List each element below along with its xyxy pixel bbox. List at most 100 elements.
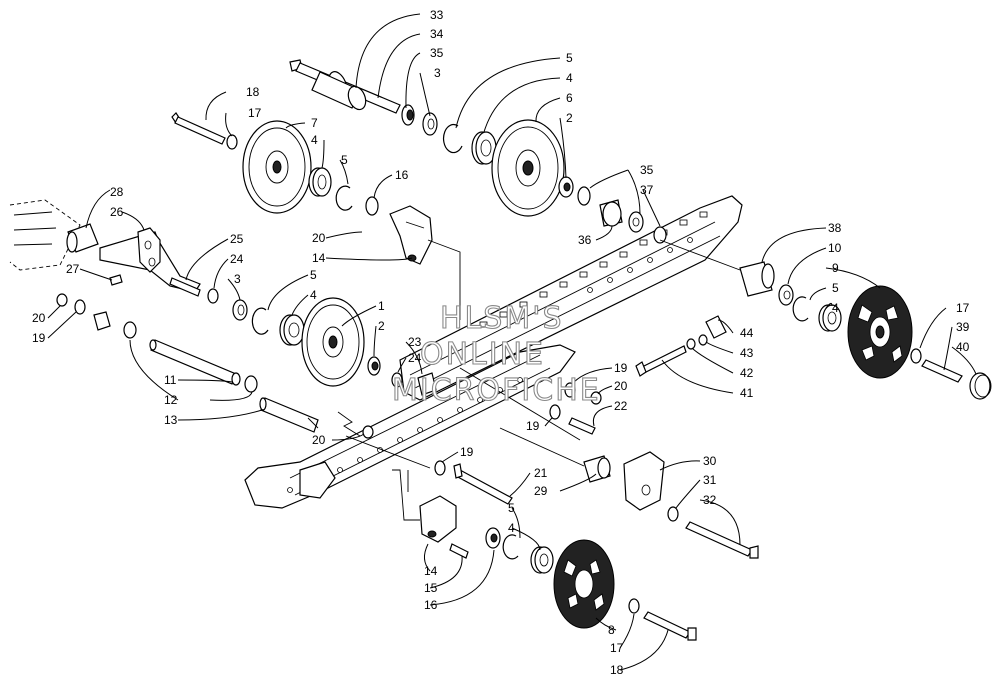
nut-20-mid [590, 391, 602, 405]
ring-12b [123, 321, 137, 339]
callout-1: 1 [378, 299, 385, 313]
assembly-line-a [459, 367, 581, 441]
callout-18: 18 [610, 663, 624, 677]
callout-19: 19 [460, 445, 474, 459]
callout-3: 3 [234, 272, 241, 286]
bracket-30 [623, 451, 665, 511]
bracket-14-upper [389, 205, 433, 265]
leader-lines [47, 13, 977, 671]
bearing-4-upper-left [308, 167, 332, 197]
bushing-23 [417, 372, 437, 396]
washer-17-lower [628, 598, 640, 614]
watermark-line-1: HLSM'S [440, 301, 564, 336]
callout-31: 31 [703, 473, 717, 487]
callout-24: 24 [230, 252, 244, 266]
spacer-3-left [232, 299, 248, 321]
snap-ring-5-lower [502, 534, 519, 560]
washer-19-left [74, 299, 86, 315]
watermark-line-3: MICROFICHE [392, 373, 601, 408]
bushing-44 [705, 315, 727, 339]
callout-19: 19 [32, 331, 46, 345]
washer-19-mid2 [549, 404, 561, 420]
washer-43 [698, 334, 708, 346]
bearing-4-lower [530, 546, 554, 574]
callout-5: 5 [341, 153, 348, 167]
washer-37 [628, 211, 644, 233]
callout-12: 12 [164, 393, 178, 407]
callout-10: 10 [828, 241, 842, 255]
callout-5: 5 [832, 281, 839, 295]
spacer-3-top [422, 112, 438, 136]
spacer-35-top [401, 104, 415, 126]
spacer-10 [778, 284, 794, 306]
washer-31 [667, 506, 679, 522]
washer-42 [686, 338, 696, 350]
callout-9: 9 [832, 261, 839, 275]
callout-labels: 33 34 35 3 5 4 6 2 35 37 36 18 17 7 4 5 … [32, 8, 970, 677]
callout-17: 17 [248, 106, 262, 120]
callout-11: 11 [164, 373, 177, 387]
callout-41: 41 [740, 386, 754, 400]
snap-ring-5-upper-left [335, 185, 353, 211]
assembly-lines [345, 239, 741, 521]
bolt-41 [635, 345, 687, 377]
callout-2: 2 [378, 319, 385, 333]
callout-5: 5 [508, 501, 515, 515]
break-line [337, 411, 361, 437]
callout-42: 42 [740, 366, 754, 380]
lower-slide-rail [244, 344, 576, 509]
callout-22: 22 [614, 399, 628, 413]
callout-28: 28 [110, 185, 124, 199]
callout-2: 2 [566, 111, 573, 125]
cross-shaft-11 [149, 339, 241, 386]
washer-20-left [56, 293, 68, 307]
callout-44: 44 [740, 326, 754, 340]
bushing-12a [93, 311, 111, 331]
callout-33: 33 [430, 8, 444, 22]
spacer-35-right [577, 186, 591, 206]
cap-40 [969, 372, 992, 400]
callout-14: 14 [312, 251, 326, 265]
bolt-22 [568, 417, 596, 435]
callout-18: 18 [246, 85, 260, 99]
spacer-16-lower [485, 527, 501, 549]
callout-19: 19 [526, 419, 540, 433]
idler-wheel-6 [491, 119, 565, 217]
callout-17: 17 [610, 641, 624, 655]
callout-37: 37 [640, 183, 654, 197]
washer-20-lower [362, 425, 374, 439]
ring-12c [244, 375, 258, 393]
bolt-39 [921, 359, 963, 383]
callout-35: 35 [640, 163, 654, 177]
callout-6: 6 [566, 91, 573, 105]
callout-15: 15 [424, 581, 438, 595]
callout-43: 43 [740, 346, 754, 360]
callout-21: 21 [534, 466, 548, 480]
snap-ring-5-top [442, 123, 463, 154]
bushing-36 [599, 199, 623, 227]
callout-5: 5 [310, 268, 317, 282]
callout-4: 4 [832, 301, 839, 315]
callout-20: 20 [614, 379, 628, 393]
callout-30: 30 [703, 454, 717, 468]
callout-14: 14 [424, 564, 438, 578]
callout-24: 24 [408, 351, 422, 365]
bushing-28 [66, 223, 99, 253]
tube-13 [259, 397, 319, 433]
callout-20: 20 [312, 231, 326, 245]
callout-35: 35 [430, 46, 444, 60]
callout-27: 27 [66, 262, 80, 276]
washer-17-top [226, 134, 238, 150]
bolt-18-top [171, 112, 226, 145]
idler-wheel-7 [242, 120, 312, 214]
washer-37b [653, 226, 667, 244]
callout-7: 7 [311, 116, 318, 130]
rear-wheel-9 [847, 285, 913, 379]
watermark: HLSM'S ONLINE MICROFICHE [391, 300, 601, 408]
washer-19-lower [434, 460, 446, 476]
spacer-16-top [365, 196, 379, 216]
callout-17: 17 [956, 301, 970, 315]
callout-8: 8 [608, 623, 615, 637]
idler-wheel-1 [301, 297, 365, 387]
